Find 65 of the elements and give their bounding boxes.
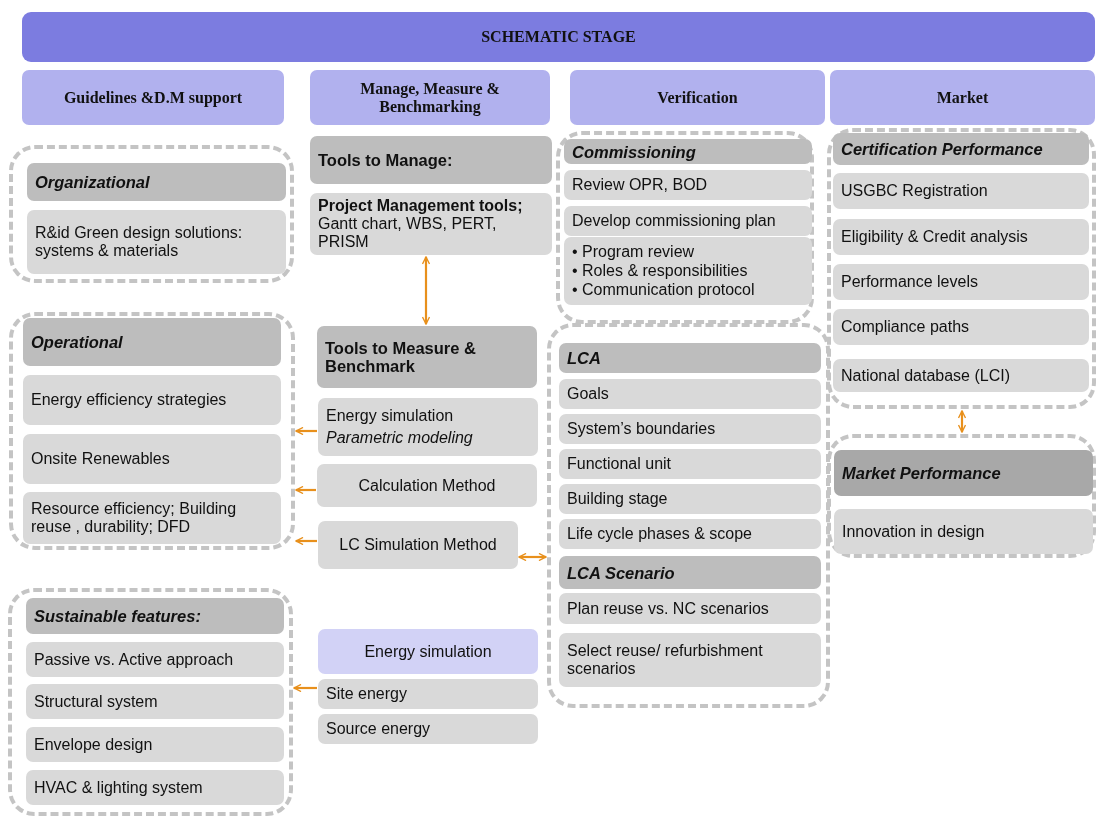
bullet-item: • Program review: [572, 243, 696, 261]
dashed-group-outline: [9, 312, 295, 550]
item-card: Eligibility & Credit analysis: [833, 219, 1089, 255]
item-card: Structural system: [26, 684, 284, 719]
item-card: Source energy: [318, 714, 538, 744]
section-header: Sustainable features:: [26, 598, 284, 634]
item-card: Select reuse/ refurbishment scenarios: [559, 633, 821, 687]
item-card: Functional unit: [559, 449, 821, 479]
section-header: Certification Performance: [833, 133, 1089, 165]
item-card: Project Management tools; Gantt chart, WBS, PERT, PRISM: [310, 193, 552, 255]
column-header: Manage, Measure & Benchmarking: [310, 70, 550, 125]
item-card: Performance levels: [833, 264, 1089, 300]
column-header: Guidelines &D.M support: [22, 70, 284, 125]
card-note: Parametric modeling: [326, 429, 474, 447]
arrow: [295, 426, 317, 436]
column-header: Market: [830, 70, 1095, 125]
double-arrow: [518, 552, 547, 562]
item-card: R&id Green design solutions: systems & materials: [27, 210, 286, 274]
item-card: HVAC & lighting system: [26, 770, 284, 805]
dashed-group-outline: [827, 128, 1096, 409]
item-card: Energy efficiency strategies: [23, 375, 281, 425]
dashed-group-outline: [547, 323, 830, 708]
item-card: Goals: [559, 379, 821, 409]
item-card: Review OPR, BOD: [564, 170, 812, 200]
dashed-group-outline: [8, 588, 293, 816]
arrow: [293, 683, 317, 693]
bullet-item: • Roles & responsibilities: [572, 262, 749, 280]
item-card: Energy simulation: [318, 629, 538, 674]
dashed-group-outline: [556, 131, 814, 324]
item-card: LC Simulation Method: [318, 521, 518, 569]
item-card: Compliance paths: [833, 309, 1089, 345]
double-arrow: [421, 256, 431, 325]
item-card: National database (LCI): [833, 359, 1089, 392]
bullet-item: • Communication protocol: [572, 281, 756, 299]
section-header: LCA: [559, 343, 821, 373]
item-card: Passive vs. Active approach: [26, 642, 284, 677]
item-card: Calculation Method: [317, 464, 537, 507]
section-header: LCA Scenario: [559, 556, 821, 589]
arrow: [295, 485, 316, 495]
column-header: Verification: [570, 70, 825, 125]
item-card: Life cycle phases & scope: [559, 519, 821, 549]
section-header: Tools to Measure & Benchmark: [317, 326, 537, 388]
section-header: Operational: [23, 318, 281, 366]
item-card: Develop commissioning plan: [564, 206, 812, 236]
item-card: [318, 398, 538, 456]
arrow: [295, 536, 317, 546]
section-header: Market Performance: [834, 450, 1093, 496]
dashed-group-outline: [9, 145, 294, 283]
item-card: Plan reuse vs. NC scenarios: [559, 593, 821, 624]
item-card: Innovation in design: [834, 509, 1093, 554]
item-card: Building stage: [559, 484, 821, 514]
item-card: Site energy: [318, 679, 538, 709]
card-text: Energy simulation: [326, 407, 455, 425]
section-header: Organizational: [27, 163, 286, 201]
item-card: System’s boundaries: [559, 414, 821, 444]
item-card: Resource efficiency; Building reuse , durability; DFD: [23, 492, 281, 544]
stage-banner: SCHEMATIC STAGE: [22, 12, 1095, 62]
section-header: Tools to Manage:: [310, 136, 552, 184]
item-card: Envelope design: [26, 727, 284, 762]
bullet-list-card: [564, 237, 812, 305]
item-card: Onsite Renewables: [23, 434, 281, 484]
item-card: USGBC Registration: [833, 173, 1089, 209]
section-header: Commissioning: [564, 139, 812, 164]
double-arrow: [957, 410, 967, 433]
dashed-group-outline: [827, 434, 1096, 558]
